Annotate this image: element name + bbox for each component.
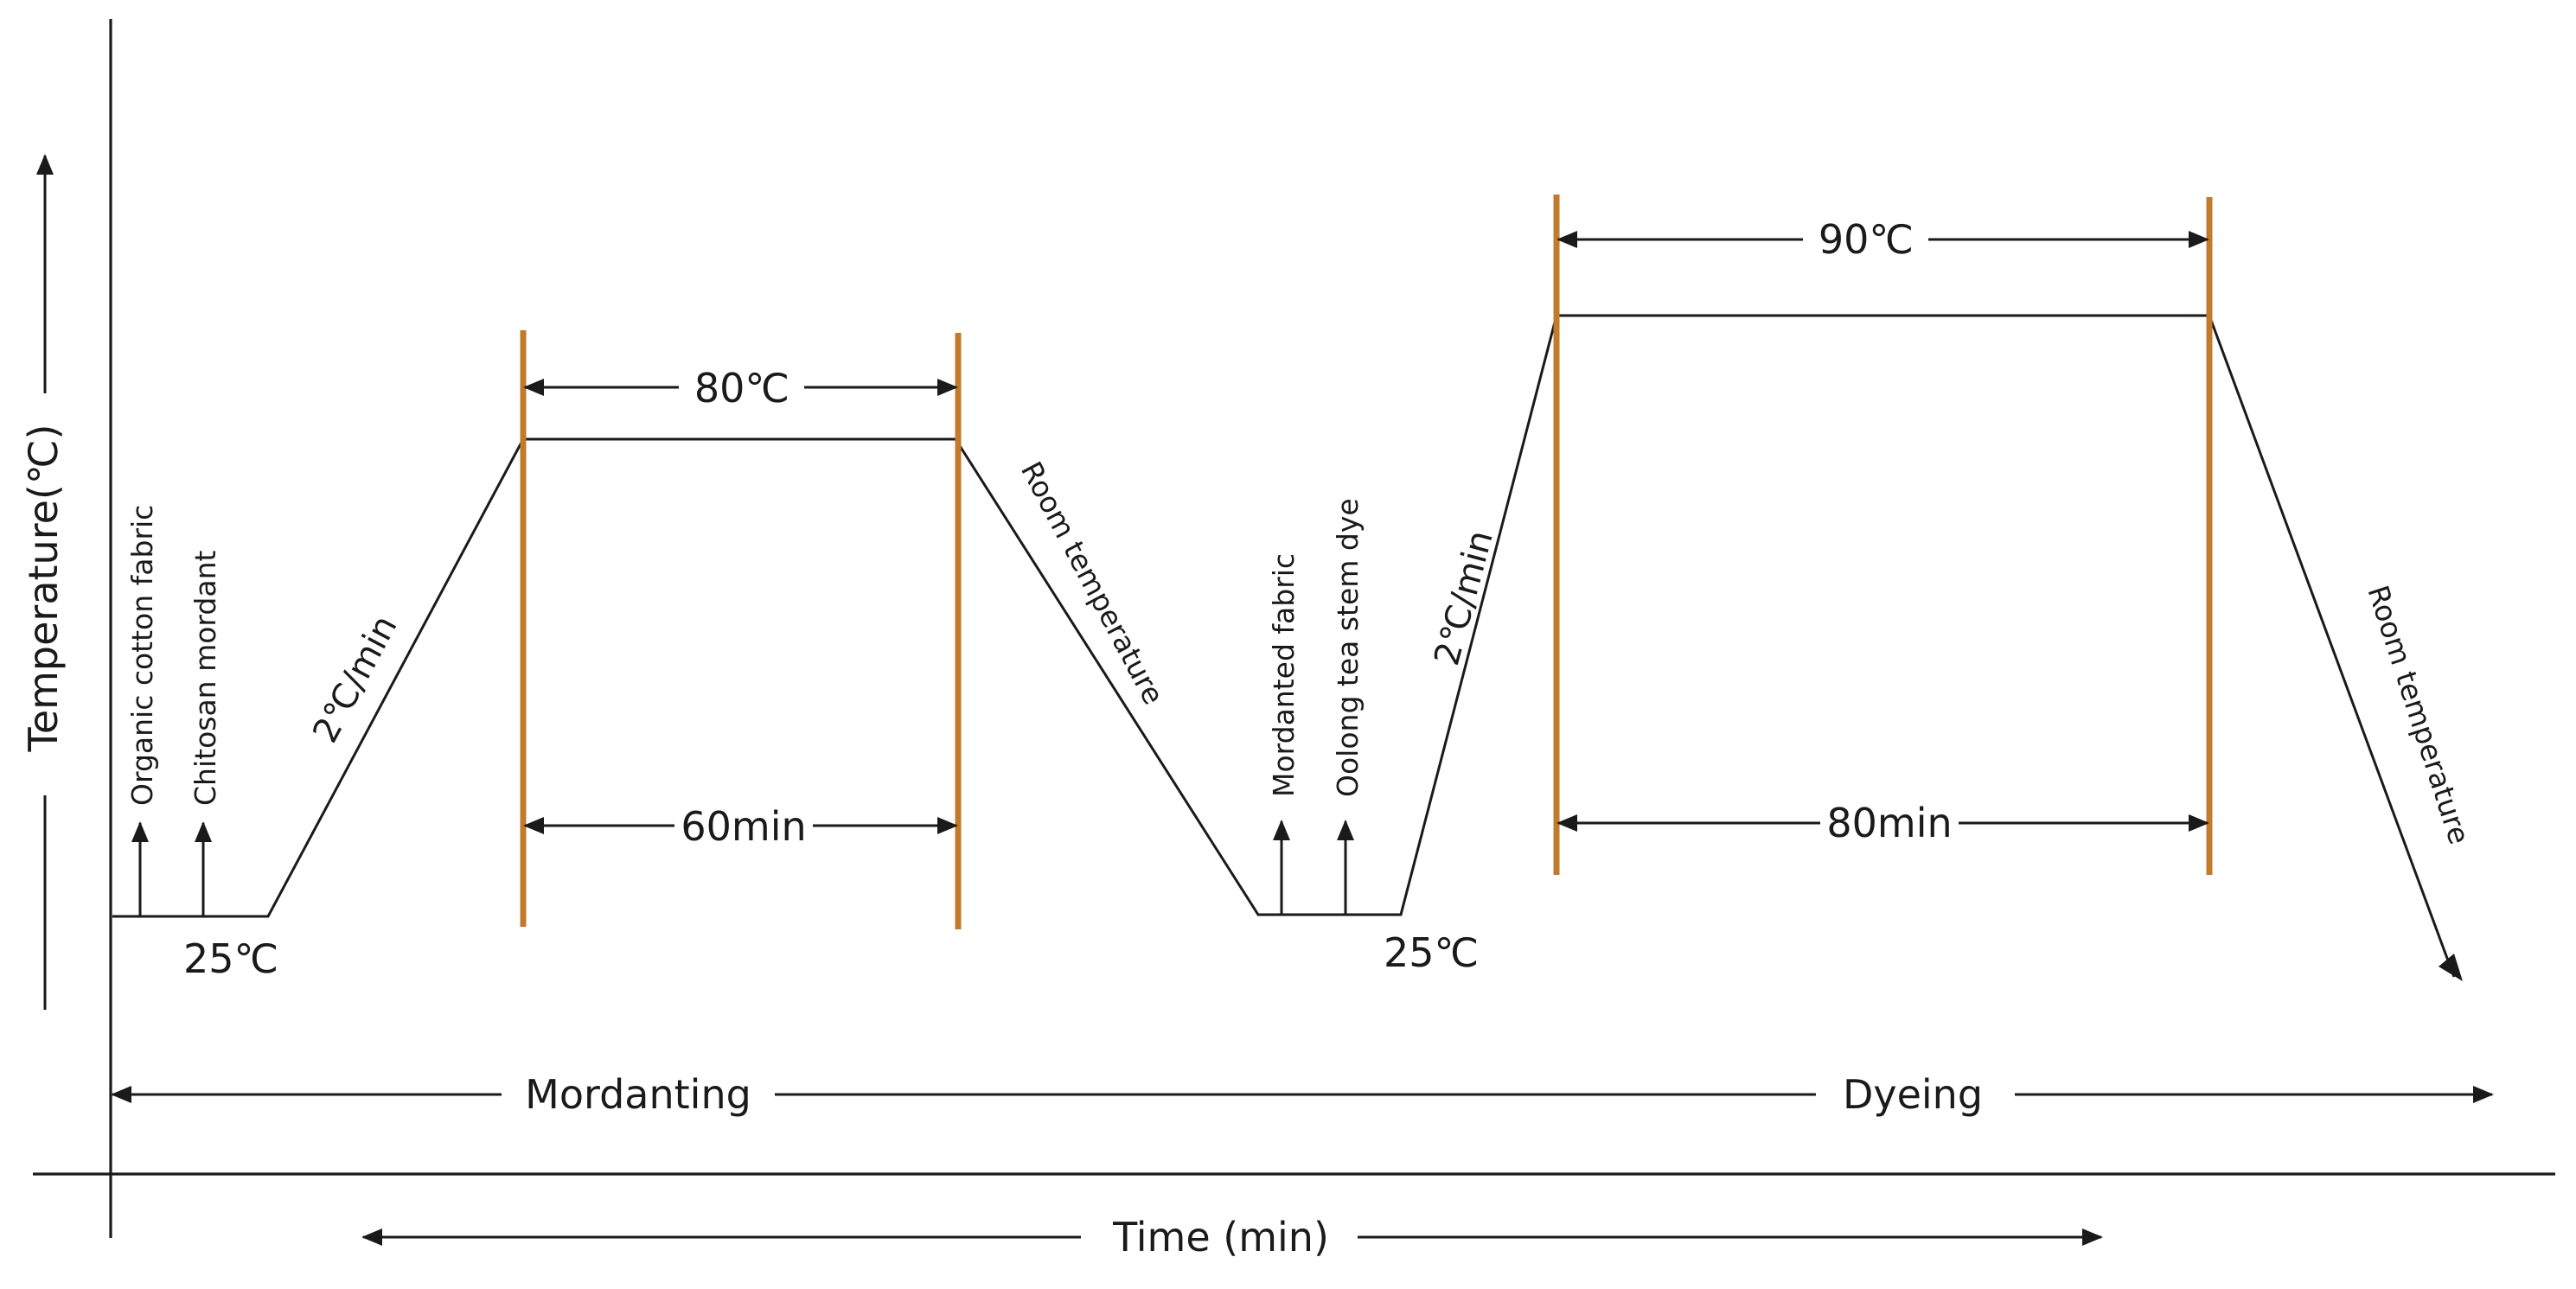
mordanting-inputs: Organic cotton fabric Chitosan mordant	[125, 505, 222, 916]
dyeing-inputs: Mordanted fabric Oolong tea stem dye	[1267, 498, 1365, 915]
dyeing-hold-temp-label: 90℃	[1819, 216, 1914, 263]
temperature-profile-line	[112, 314, 2456, 978]
input-label-mordant: Chitosan mordant	[189, 551, 222, 806]
mordanting-hold-temp-dim: 80℃	[523, 365, 958, 412]
phase-dyeing: Dyeing	[1843, 1071, 2494, 1118]
dyeing-hold-time-label: 80min	[1826, 800, 1952, 846]
y-axis-label: Temperature(℃)	[20, 424, 67, 753]
phase-mordanting: Mordanting	[111, 1071, 1816, 1118]
dyeing-heat-rate: 2℃/min	[1427, 526, 1501, 670]
input-label-dye: Oolong tea stem dye	[1331, 498, 1365, 797]
mordanting-label: Mordanting	[525, 1071, 751, 1118]
mordanting-cool-label: Room temperature	[1014, 456, 1171, 710]
dyeing-hold-temp-dim: 90℃	[1556, 216, 2209, 263]
mordanting-heat-rate: 2℃/min	[305, 609, 405, 749]
x-axis-label-group: Time (min)	[361, 1214, 2103, 1260]
hold-time-label: 60min	[681, 803, 806, 850]
dyeing-label: Dyeing	[1843, 1071, 1983, 1118]
dyeing-hold-time-dim: 80min	[1556, 800, 2209, 846]
dyeing-start-temp: 25℃	[1384, 929, 1479, 976]
x-axis-label: Time (min)	[1112, 1214, 1329, 1260]
y-axis-label-group: Temperature(℃)	[20, 154, 67, 1010]
mordanting-start-temp: 25℃	[183, 935, 278, 982]
cooling-arrowhead	[2439, 954, 2463, 981]
hold-temp-label: 80℃	[694, 365, 789, 412]
input-label-mordanted-fabric: Mordanted fabric	[1267, 553, 1301, 797]
input-label-fabric: Organic cotton fabric	[125, 505, 159, 806]
dyeing-cool-label: Room temperature	[2361, 581, 2476, 848]
mordanting-hold-time-dim: 60min	[523, 803, 958, 850]
